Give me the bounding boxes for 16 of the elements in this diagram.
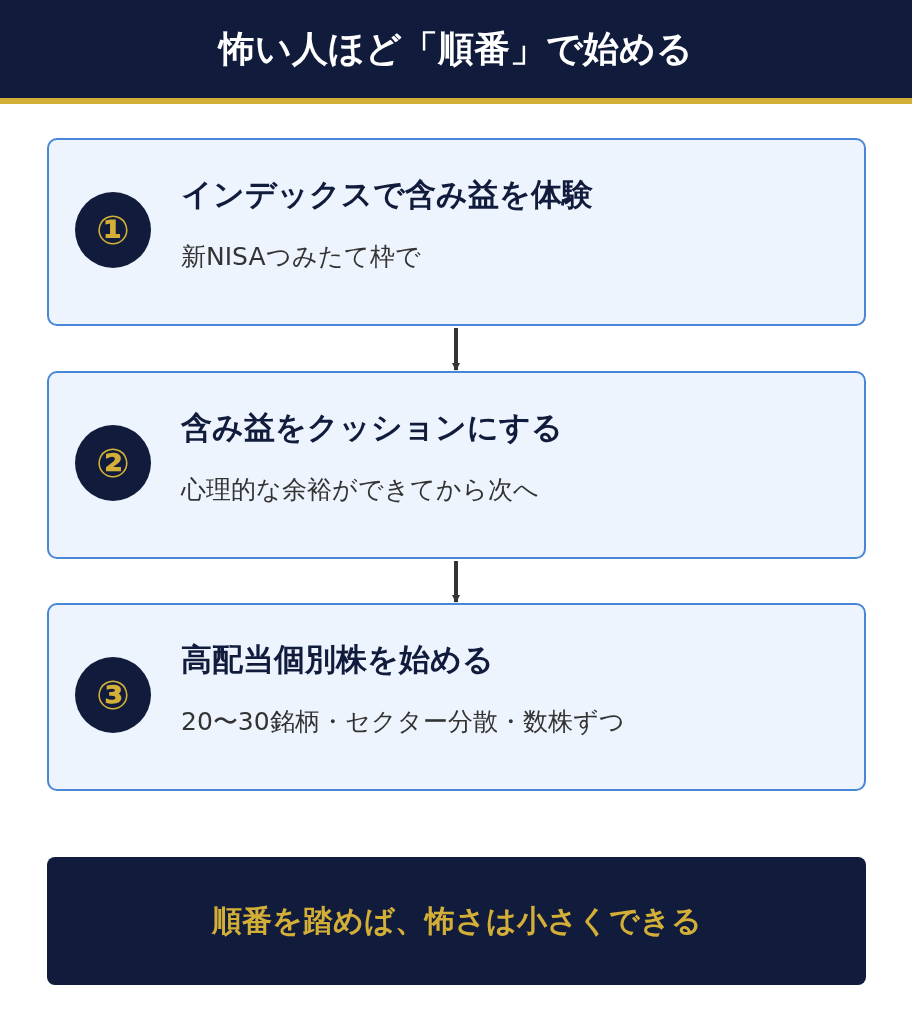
conclusion-banner: 順番を踏めば、怖さは小さくできる	[47, 857, 866, 985]
arrow	[452, 561, 460, 603]
step-box	[47, 138, 866, 326]
step-box	[47, 603, 866, 791]
step-description: 新NISAつみたて枠で	[181, 241, 421, 273]
step-number-badge: ②	[75, 425, 151, 501]
step-heading: インデックスで含み益を体験	[181, 175, 593, 214]
title: 怖い人ほど「順番」で始める	[216, 27, 694, 71]
step-box	[47, 371, 866, 559]
step-description: 20〜30銘柄・セクター分散・数株ずつ	[181, 706, 625, 738]
step-heading: 高配当個別株を始める	[181, 640, 494, 679]
step-number-badge: ①	[75, 192, 151, 268]
arrow	[452, 328, 460, 371]
step-description: 心理的な余裕ができてから次へ	[181, 474, 539, 506]
step-heading: 含み益をクッションにする	[181, 408, 563, 447]
step-number-badge: ③	[75, 657, 151, 733]
